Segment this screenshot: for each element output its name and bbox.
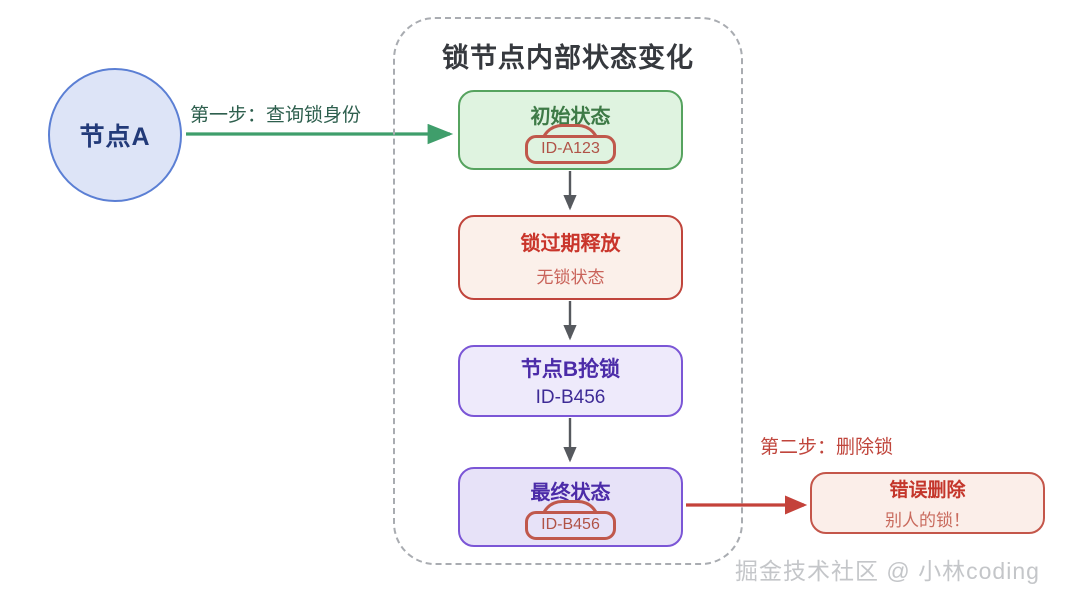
container-title: 锁节点内部状态变化 [442,43,694,73]
box-node-b-grab-sub: ID-B456 [535,387,606,408]
box-initial-state: 初始状态 ID-A123 [458,90,683,170]
box-lock-expired-title: 锁过期释放 [520,233,621,255]
step-two-label: 第二步：删除锁 [760,437,894,458]
box-initial-state-title: 初始状态 [530,106,611,128]
box-node-b-grab: 节点B抢锁 ID-B456 [458,345,683,417]
box-lock-expired: 锁过期释放 无锁状态 [458,215,683,300]
box-final-state-title: 最终状态 [530,482,611,504]
box-error-delete-sub: 别人的锁！ [885,511,970,530]
lock-id-b456-label: ID-B456 [525,511,616,540]
box-final-state: 最终状态 ID-B456 [458,467,683,547]
watermark: 掘金技术社区 @ 小林coding [735,558,1040,584]
node-a-circle: 节点A [48,68,182,202]
lock-id-a123-label: ID-A123 [525,135,616,164]
lock-icon-b456: ID-B456 [525,500,616,540]
node-a-label: 节点A [79,123,151,151]
box-node-b-grab-title: 节点B抢锁 [520,358,621,381]
box-error-delete: 错误删除 别人的锁！ [810,472,1045,534]
lock-icon-a123: ID-A123 [525,124,616,164]
box-error-delete-title: 错误删除 [889,480,966,501]
step-one-label: 第一步：查询锁身份 [190,105,362,126]
box-lock-expired-sub: 无锁状态 [536,268,605,287]
lock-node-container [393,17,743,565]
